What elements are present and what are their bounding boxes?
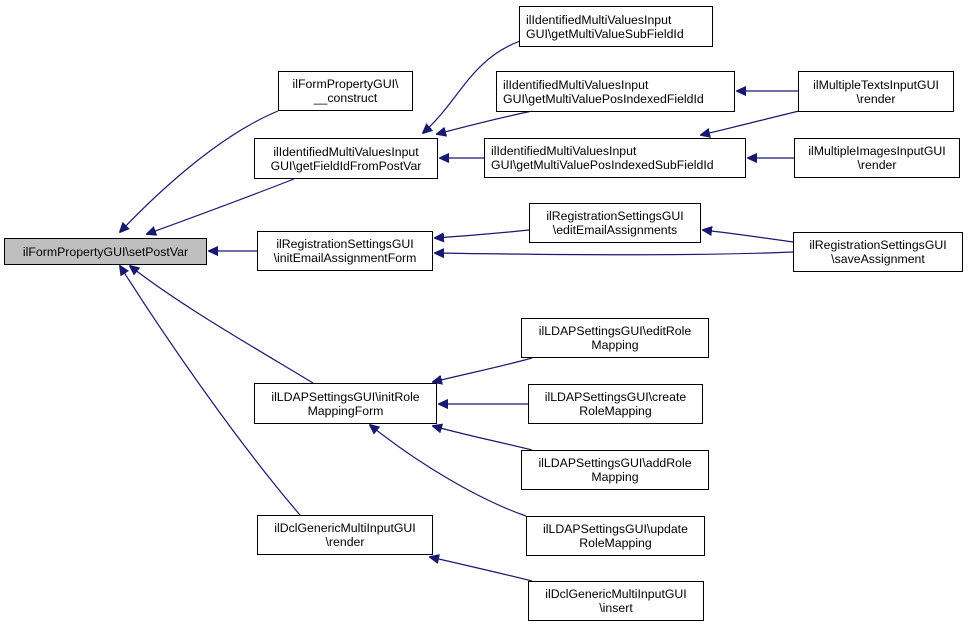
edge-getMultiValuePosIndexedFieldId-to-getFieldIdFromPostVar [437, 110, 533, 134]
node-label-line: RoleMapping [579, 536, 652, 550]
edge-addRoleMapping-to-initRoleMappingForm [433, 426, 533, 451]
edge-getFieldIdFromPostVar-to-setPostVar [147, 178, 295, 234]
node-textsRender[interactable]: ilMultipleTextsInputGUI\render [798, 71, 954, 112]
node-label-line: ilLDAPSettingsGUI\initRole [271, 389, 420, 404]
edge-construct-to-setPostVar [120, 110, 279, 232]
node-label-line: ilIdentifiedMultiValuesInput [273, 144, 419, 159]
node-label-line: __construct [313, 91, 378, 105]
edge-dclInsert-to-dclRender [430, 557, 533, 582]
node-label-line: ilLDAPSettingsGUI\editRole [538, 324, 692, 338]
node-label-line: Mapping [591, 338, 639, 352]
node-label-line: RoleMapping [579, 404, 652, 418]
node-construct[interactable]: ilFormPropertyGUI\__construct [278, 71, 413, 111]
node-label-line: ilFormPropertyGUI\setPostVar [22, 244, 189, 259]
node-label-line: ilIdentifiedMultiValuesInput [491, 144, 637, 158]
edge-dclRender-to-setPostVar [120, 266, 301, 516]
node-label-line: \editEmailAssignments [552, 223, 678, 237]
edge-getMultiValueSubFieldId-to-getFieldIdFromPostVar [423, 40, 521, 133]
edge-initRoleMappingForm-to-setPostVar [130, 266, 314, 384]
node-label-line: ilRegistrationSettingsGUI [546, 209, 684, 223]
node-label-line: GUI\getMultiValuePosIndexedFieldId [503, 91, 704, 106]
node-label-line: ilRegistrationSettingsGUI [276, 237, 414, 251]
edge-updateRoleMapping-to-initRoleMappingForm [370, 425, 527, 517]
node-label-line: GUI\getFieldIdFromPostVar [270, 158, 422, 173]
node-label-line: ilRegistrationSettingsGUI [809, 238, 947, 252]
node-label-line: ilLDAPSettingsGUI\create [544, 390, 687, 404]
node-dclInsert[interactable]: ilDclGenericMultiInputGUI\insert [528, 581, 704, 621]
node-label-line: GUI\getMultiValuePosIndexedSubFieldId [491, 158, 714, 172]
edge-saveAssignment-to-editEmailAssignments [703, 230, 794, 243]
node-editEmailAssignments[interactable]: ilRegistrationSettingsGUI\editEmailAssig… [529, 203, 701, 243]
node-label-line: ilLDAPSettingsGUI\update [543, 522, 688, 536]
node-label-line: \saveAssignment [831, 252, 925, 266]
node-label-line: \insert [599, 601, 633, 615]
edge-editEmailAssignments-to-initEmailAssignmentForm [435, 229, 530, 238]
node-label-line: \render [325, 535, 365, 549]
node-label-line: \render [857, 158, 897, 172]
node-imagesRender[interactable]: ilMultipleImagesInputGUI\render [794, 138, 960, 178]
node-label-line: GUI\getMultiValueSubFieldId [526, 26, 684, 41]
node-label-line: ilIdentifiedMultiValuesInput [503, 77, 649, 92]
node-label-line: ilDclGenericMultiInputGUI [545, 587, 687, 601]
node-label-line: MappingForm [307, 403, 384, 418]
node-label-line: \render [856, 91, 896, 106]
node-label-line: Mapping [591, 470, 639, 484]
node-setPostVar[interactable]: ilFormPropertyGUI\setPostVar [4, 238, 207, 265]
node-label-line: ilFormPropertyGUI\ [292, 77, 399, 91]
edge-saveAssignment-to-initEmailAssignmentForm [435, 252, 794, 255]
node-label-line: ilLDAPSettingsGUI\addRole [538, 456, 692, 470]
node-saveAssignment[interactable]: ilRegistrationSettingsGUI\saveAssignment [793, 232, 963, 272]
node-label-line: ilMultipleImagesInputGUI [808, 144, 946, 158]
node-dclRender[interactable]: ilDclGenericMultiInputGUI\render [257, 515, 433, 555]
node-label-line: ilMultipleTextsInputGUI [813, 77, 939, 92]
edge-textsRender-to-getMultiValuePosIndexedSubFieldId [701, 110, 800, 135]
node-label-line: ilIdentifiedMultiValuesInput [526, 12, 672, 27]
edge-editRoleMapping-to-initRoleMappingForm [433, 357, 533, 382]
node-initEmailAssignmentForm[interactable]: ilRegistrationSettingsGUI\initEmailAssig… [257, 231, 433, 271]
node-label-line: ilDclGenericMultiInputGUI [274, 521, 416, 535]
node-label-line: \initEmailAssignmentForm [273, 251, 417, 265]
